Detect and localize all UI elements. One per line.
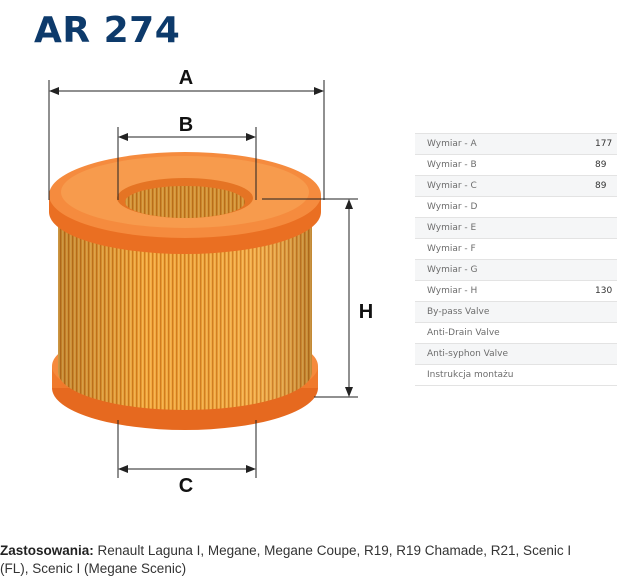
dimension-label-a: A xyxy=(179,67,193,89)
spec-label: Wymiar - F xyxy=(415,238,595,260)
applications-text: Zastosowania: Renault Laguna I, Megane, … xyxy=(0,542,590,578)
spec-value xyxy=(595,343,617,365)
spec-row: By-pass Valve xyxy=(415,301,617,323)
spec-value xyxy=(595,259,617,281)
spec-row: Anti-Drain Valve xyxy=(415,322,617,344)
spec-value xyxy=(595,301,617,323)
spec-value: 89 xyxy=(595,154,617,176)
dimension-label-b: B xyxy=(179,114,193,136)
top-end-cap xyxy=(49,152,321,254)
spec-label: Wymiar - A xyxy=(415,133,595,155)
spec-row[interactable]: Instrukcja montażu xyxy=(415,364,617,386)
spec-label: Wymiar - B xyxy=(415,154,595,176)
spec-label: Wymiar - H xyxy=(415,280,595,302)
spec-value xyxy=(595,196,617,218)
spec-value xyxy=(595,238,617,260)
spec-value: 89 xyxy=(595,175,617,197)
spec-row: Wymiar - E xyxy=(415,217,617,239)
spec-value: 177 xyxy=(595,133,617,155)
mounting-instructions-link[interactable]: Instrukcja montażu xyxy=(415,364,595,386)
spec-label: By-pass Valve xyxy=(415,301,595,323)
pleated-filter-body xyxy=(58,212,312,410)
filter-drawing: A B C H xyxy=(48,67,373,497)
applications-label: Zastosowania: xyxy=(0,543,94,558)
dimension-lines xyxy=(48,80,358,478)
spec-label: Anti-Drain Valve xyxy=(415,322,595,344)
applications-list: Renault Laguna I, Megane, Megane Coupe, … xyxy=(0,543,572,576)
dimension-label-c: C xyxy=(179,475,193,497)
spec-label: Anti-syphon Valve xyxy=(415,343,595,365)
spec-row: Wymiar - G xyxy=(415,259,617,281)
spec-value xyxy=(595,364,617,386)
spec-label: Wymiar - C xyxy=(415,175,595,197)
spec-label: Wymiar - E xyxy=(415,217,595,239)
product-title: AR 274 xyxy=(34,10,181,51)
spec-value: 130 xyxy=(595,280,617,302)
spec-row: Wymiar - F xyxy=(415,238,617,260)
spec-label: Wymiar - G xyxy=(415,259,595,281)
dimension-label-h: H xyxy=(359,301,373,323)
spec-row: Anti-syphon Valve xyxy=(415,343,617,365)
spec-label: Wymiar - D xyxy=(415,196,595,218)
spec-row: Wymiar - D xyxy=(415,196,617,218)
spec-value xyxy=(595,322,617,344)
spec-value xyxy=(595,217,617,239)
